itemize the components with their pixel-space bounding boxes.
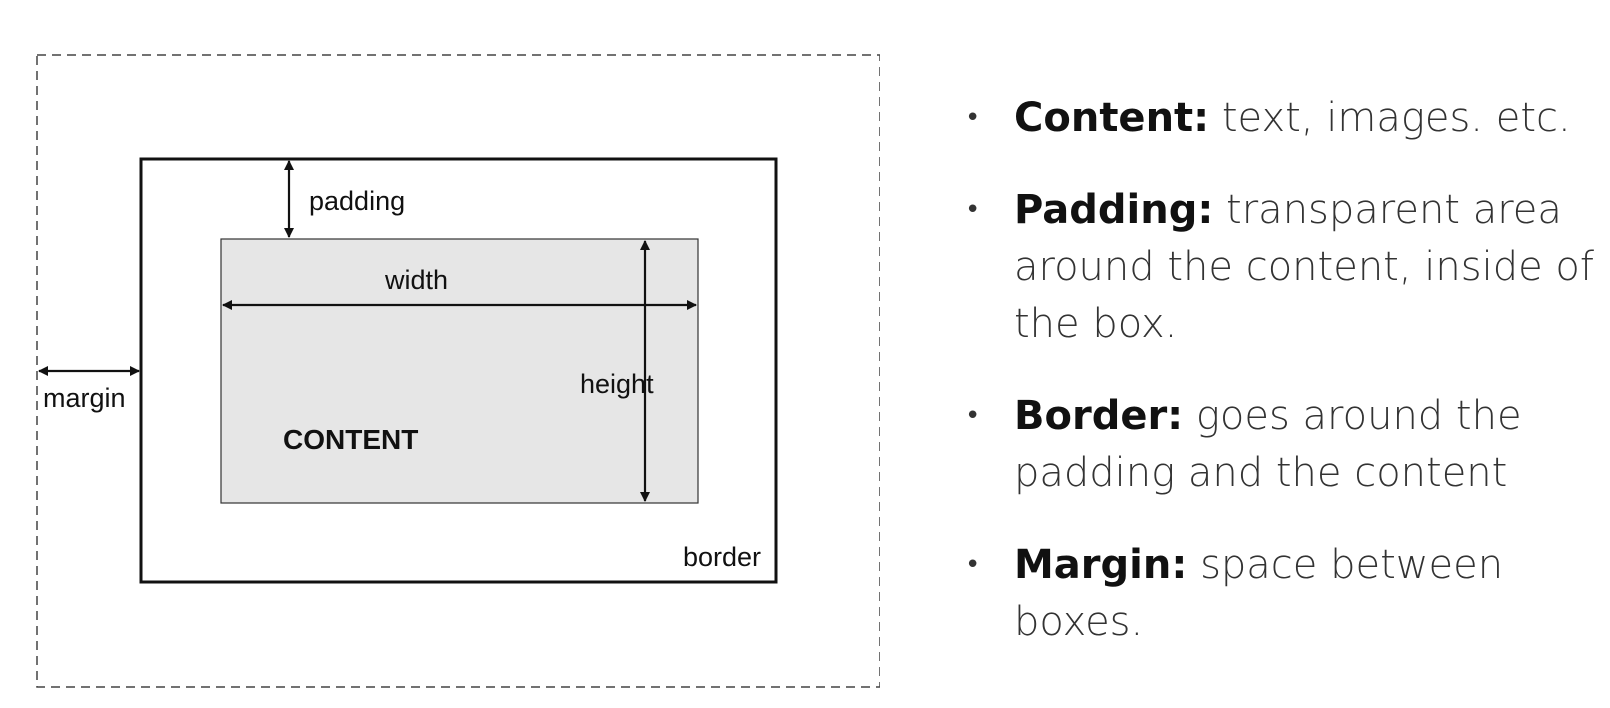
height-label: height bbox=[580, 369, 654, 399]
box-model-diagram: padding width height margin CONTENT bord… bbox=[36, 54, 880, 688]
padding-label: padding bbox=[309, 186, 405, 216]
bullet-term: Content: bbox=[1014, 95, 1210, 141]
bullet-content: Content: text, images. etc. bbox=[965, 90, 1605, 147]
bullet-padding: Padding: transparent area around the con… bbox=[965, 182, 1605, 353]
bullet-term: Padding: bbox=[1014, 187, 1214, 233]
margin-label: margin bbox=[43, 383, 126, 413]
bullet-margin: Margin: space between boxes. bbox=[965, 537, 1605, 651]
width-label: width bbox=[384, 265, 448, 295]
definition-list: Content: text, images. etc. Padding: tra… bbox=[965, 90, 1605, 686]
content-box bbox=[220, 238, 699, 504]
border-label: border bbox=[683, 542, 761, 572]
bullet-text: space between boxes. bbox=[1014, 542, 1504, 645]
bullet-border: Border: goes around the padding and the … bbox=[965, 388, 1605, 502]
bullet-term: Margin: bbox=[1014, 542, 1188, 588]
bullet-text: goes around the padding and the content bbox=[1014, 393, 1522, 496]
bullet-text: text, images. etc. bbox=[1221, 95, 1571, 141]
bullet-term: Border: bbox=[1014, 393, 1184, 439]
content-label: CONTENT bbox=[283, 424, 418, 455]
margin-box bbox=[36, 54, 880, 688]
border-box bbox=[139, 157, 778, 584]
bullet-text: transparent area around the content, ins… bbox=[1014, 187, 1594, 347]
